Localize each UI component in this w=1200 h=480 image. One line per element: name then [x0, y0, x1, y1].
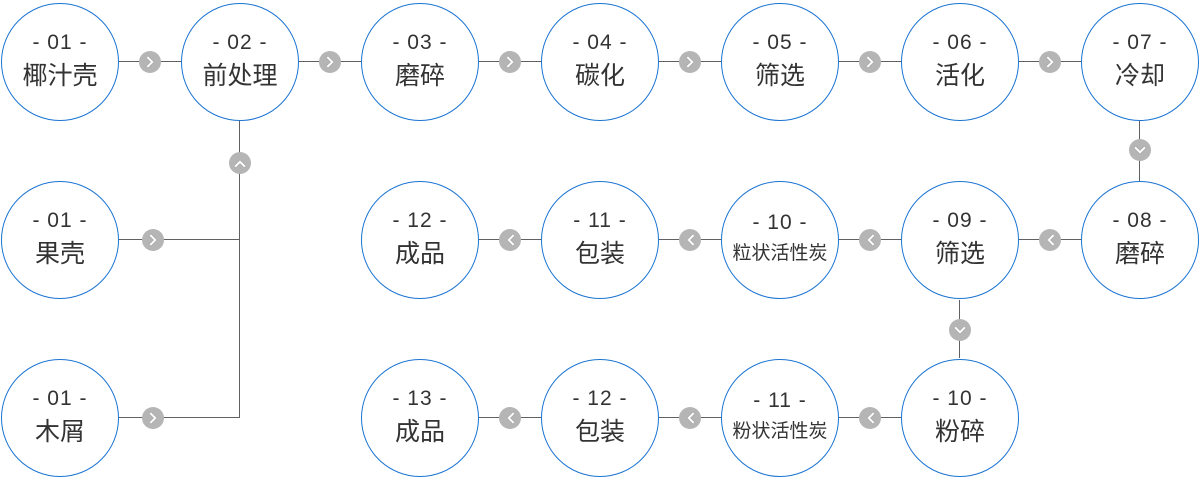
step-label: 成品	[394, 418, 445, 446]
step-label: 筛选	[754, 62, 805, 90]
node-sawdust: - 01 - 木屑	[1, 359, 119, 477]
step-label: 包装	[574, 240, 625, 268]
step-label: 木屑	[34, 418, 85, 446]
node-cooling: - 07 - 冷却	[1081, 3, 1199, 121]
step-number: - 11 -	[573, 209, 627, 232]
node-powdered-activated-carbon: - 11 - 粉状活性炭	[721, 359, 839, 477]
arrow-right-icon	[499, 51, 521, 73]
node-grinding: - 03 - 磨碎	[361, 3, 479, 121]
arrow-down-icon	[949, 319, 971, 341]
step-number: - 07 -	[1112, 31, 1168, 54]
node-nut-shell: - 01 - 果壳	[1, 181, 119, 299]
step-number: - 02 -	[212, 31, 268, 54]
step-label: 冷却	[1114, 62, 1165, 90]
node-finished-product-granular: - 12 - 成品	[361, 181, 479, 299]
step-number: - 01 -	[32, 31, 88, 54]
arrow-left-icon	[679, 407, 701, 429]
step-number: - 06 -	[932, 31, 988, 54]
node-activation: - 06 - 活化	[901, 3, 1019, 121]
step-label: 椰汁壳	[22, 62, 98, 90]
step-label: 磨碎	[1114, 240, 1165, 268]
connector-line	[239, 121, 240, 418]
step-number: - 09 -	[932, 209, 988, 232]
step-number: - 13 -	[392, 387, 448, 410]
step-number: - 01 -	[32, 387, 88, 410]
step-label: 筛选	[934, 240, 985, 268]
step-label: 碳化	[574, 62, 625, 90]
step-number: - 05 -	[752, 31, 808, 54]
step-number: - 11 -	[753, 389, 807, 412]
arrow-right-icon	[142, 407, 164, 429]
step-number: - 12 -	[392, 209, 448, 232]
step-label: 粒状活性炭	[732, 243, 828, 264]
node-grinding-2: - 08 - 磨碎	[1081, 181, 1199, 299]
node-pretreatment: - 02 - 前处理	[181, 3, 299, 121]
node-screening-2: - 09 - 筛选	[901, 181, 1019, 299]
step-label: 成品	[394, 240, 445, 268]
node-finished-product-powder: - 13 - 成品	[361, 359, 479, 477]
arrow-right-icon	[679, 51, 701, 73]
step-label: 果壳	[34, 240, 85, 268]
arrow-left-icon	[1039, 229, 1061, 251]
step-label: 粉碎	[934, 418, 985, 446]
node-granular-activated-carbon: - 10 - 粒状活性炭	[721, 181, 839, 299]
arrow-down-icon	[1129, 139, 1151, 161]
arrow-left-icon	[679, 229, 701, 251]
step-number: - 08 -	[1112, 209, 1168, 232]
step-label: 活化	[934, 62, 985, 90]
step-label: 粉状活性炭	[732, 421, 828, 442]
step-number: - 04 -	[572, 31, 628, 54]
node-carbonization: - 04 - 碳化	[541, 3, 659, 121]
arrow-right-icon	[139, 51, 161, 73]
arrow-right-icon	[1039, 51, 1061, 73]
arrow-up-icon	[229, 152, 251, 174]
arrow-left-icon	[859, 229, 881, 251]
arrow-left-icon	[499, 229, 521, 251]
node-coconut-shell: - 01 - 椰汁壳	[1, 3, 119, 121]
node-packaging-granular: - 11 - 包装	[541, 181, 659, 299]
step-number: - 03 -	[392, 31, 448, 54]
node-packaging-powder: - 12 - 包装	[541, 359, 659, 477]
node-crushing: - 10 - 粉碎	[901, 359, 1019, 477]
step-number: - 10 -	[752, 211, 808, 234]
node-screening: - 05 - 筛选	[721, 3, 839, 121]
arrow-right-icon	[142, 229, 164, 251]
step-number: - 10 -	[932, 387, 988, 410]
arrow-left-icon	[859, 407, 881, 429]
connector-line	[119, 417, 240, 418]
connector-line	[119, 239, 240, 240]
step-number: - 01 -	[32, 209, 88, 232]
step-label: 磨碎	[394, 62, 445, 90]
step-number: - 12 -	[572, 387, 628, 410]
step-label: 包装	[574, 418, 625, 446]
arrow-right-icon	[859, 51, 881, 73]
arrow-right-icon	[319, 51, 341, 73]
step-label: 前处理	[202, 62, 278, 90]
arrow-left-icon	[499, 407, 521, 429]
